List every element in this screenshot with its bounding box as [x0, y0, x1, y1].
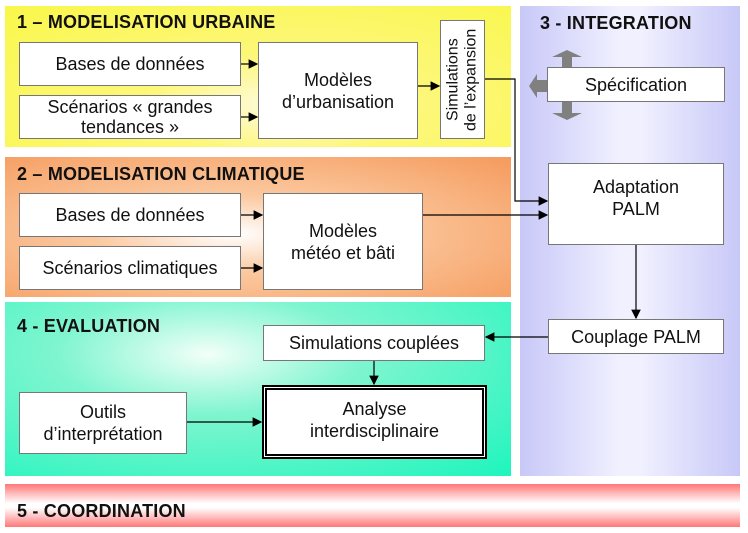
expansion-simulations-box: Simulations de l’expansion — [440, 20, 485, 139]
climate-scenarios-box: Scénarios climatiques — [19, 246, 241, 290]
urbanisation-models-box: Modèles d’urbanisation — [258, 42, 418, 139]
integration-title: 3 - INTEGRATION — [540, 13, 692, 33]
specification-box: Spécification — [547, 67, 725, 102]
four-way-arrow-icon — [529, 50, 582, 120]
urban-scenarios-box: Scénarios « grandes tendances » — [19, 95, 241, 139]
interpretation-tools-box: Outils d’interprétation — [19, 392, 187, 454]
urban-databases-box: Bases de données — [19, 42, 241, 86]
arrow — [485, 78, 549, 206]
palm-adaptation-box: Adaptation PALM — [548, 163, 724, 245]
weather-building-models-box: Modèles météo et bâti — [263, 193, 423, 290]
interdisciplinary-analysis-box: Analyse interdisciplinaire — [262, 385, 487, 459]
coordination-title: 5 - COORDINATION — [17, 501, 186, 521]
urban-title: 1 – MODELISATION URBAINE — [17, 12, 276, 32]
coupled-simulations-box: Simulations couplées — [263, 325, 485, 361]
climate-databases-box: Bases de données — [19, 193, 241, 237]
evaluation-title: 4 - EVALUATION — [17, 316, 161, 336]
panel-coordination — [5, 484, 740, 527]
climate-title: 2 – MODELISATION CLIMATIQUE — [17, 164, 305, 184]
palm-coupling-box: Couplage PALM — [548, 319, 724, 354]
